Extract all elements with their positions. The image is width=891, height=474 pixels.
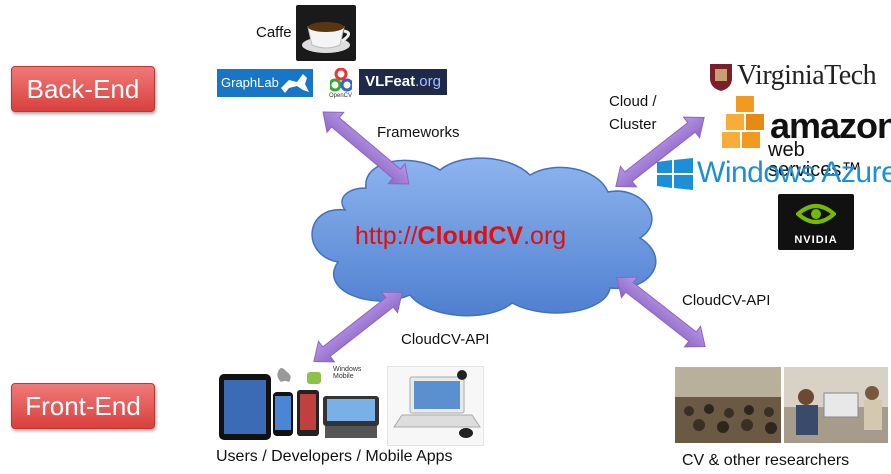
windows-azure-logo: Windows Azure	[697, 156, 891, 189]
coffee-cup-icon	[302, 22, 350, 53]
front-end-tag: Front-End	[11, 383, 155, 429]
arrow-researchers	[616, 276, 706, 348]
windows-mobile-logo: Windows Mobile	[333, 366, 362, 380]
caffe-logo	[296, 5, 356, 61]
dog-icon	[281, 74, 309, 93]
vlfeat-main: VLFeat	[365, 73, 416, 90]
url-suffix: .org	[523, 222, 567, 250]
opencv-label: OpenCV	[329, 93, 353, 99]
nvidia-eye-icon	[796, 204, 836, 224]
aws-logo: web services™	[768, 139, 862, 181]
users-caption: Users / Developers / Mobile Apps	[216, 448, 453, 465]
arrow-users	[313, 291, 403, 363]
caffe-label: Caffe	[256, 24, 292, 41]
cloud-shape	[311, 157, 657, 317]
graphlab-logo: GraphLab	[217, 69, 313, 97]
arrow-cloud-cluster	[615, 116, 705, 188]
arrow-frameworks	[322, 111, 410, 185]
devices-illustration	[219, 368, 379, 440]
opencv-icon	[330, 68, 352, 92]
audience-illustration	[675, 367, 781, 443]
virginia-tech-crest-icon	[710, 64, 732, 91]
laptop-illustration	[393, 370, 481, 438]
researchers-illustration	[784, 367, 888, 443]
url-prefix: http://	[355, 222, 418, 250]
cloudcv-api-label-left: CloudCV-API	[401, 331, 490, 348]
audience-photo	[675, 367, 781, 443]
url-brand: CloudCV	[417, 222, 524, 250]
virginia-tech-logo: VirginiaTech	[737, 60, 877, 91]
amazon-logo: amazon	[770, 105, 891, 146]
windows-flag-icon	[657, 158, 693, 190]
laptop-image	[387, 366, 484, 446]
nvidia-logo: NVIDIA	[778, 194, 854, 250]
researchers-photo	[784, 367, 888, 443]
cloudcv-url[interactable]: http://CloudCV.org	[355, 222, 566, 251]
frameworks-label: Frameworks	[377, 124, 460, 141]
cloud-cluster-label-line1: Cloud /	[609, 93, 657, 110]
aws-cubes-icon	[722, 96, 764, 148]
nvidia-text: NVIDIA	[794, 234, 838, 246]
vlfeat-logo: VLFeat.org	[359, 69, 447, 95]
cloud-cluster-label-line2: Cluster	[609, 116, 657, 133]
back-end-tag: Back-End	[11, 66, 155, 112]
cloudcv-api-label-right: CloudCV-API	[682, 292, 771, 309]
vlfeat-suffix: .org	[415, 73, 441, 90]
graphlab-text: GraphLab	[221, 75, 279, 90]
devices-image	[217, 366, 381, 442]
researchers-caption: CV & other researchers	[682, 452, 850, 469]
